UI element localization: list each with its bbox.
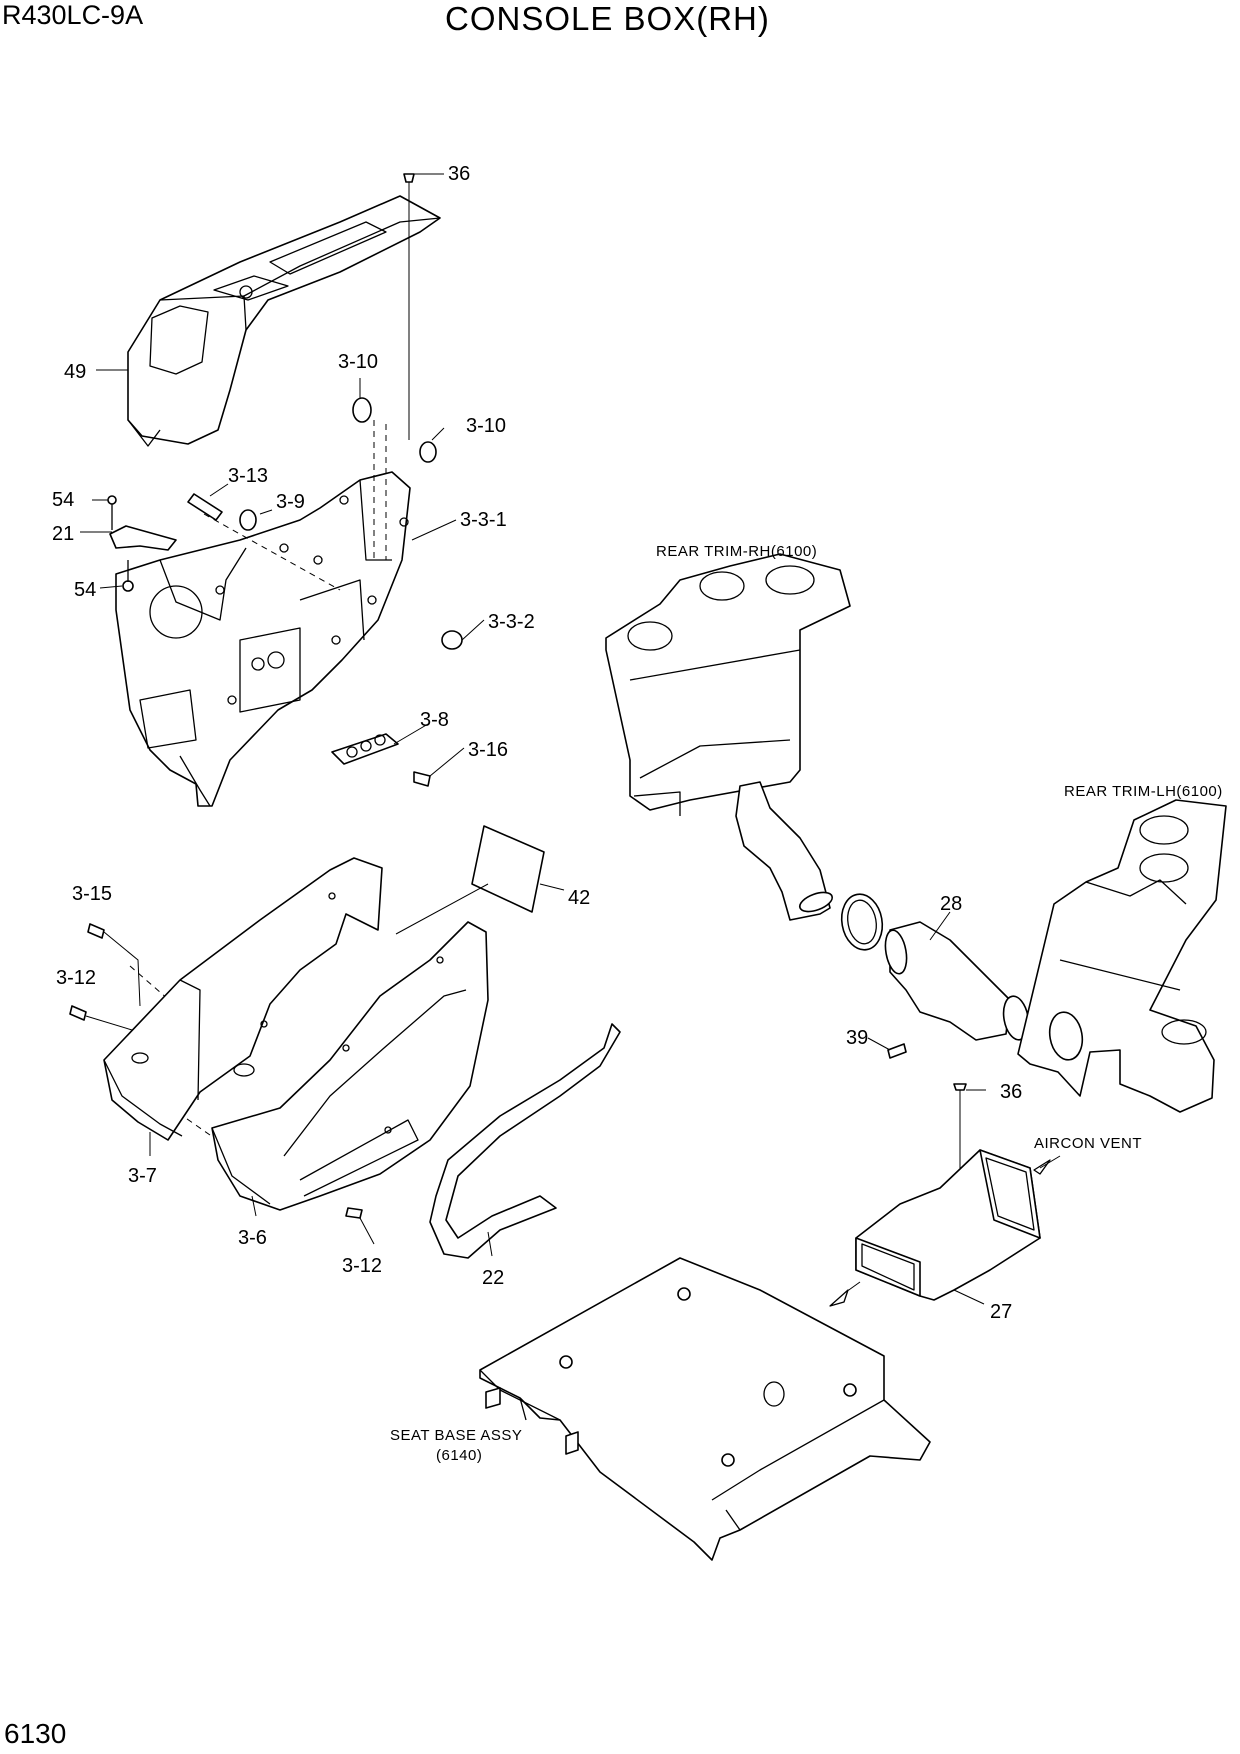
screws bbox=[69, 923, 363, 1219]
part-label-27: 27 bbox=[990, 1301, 1012, 1323]
aircon-vent-27-part bbox=[855, 1149, 1041, 1301]
part-label-42: 42 bbox=[568, 887, 590, 909]
part-label-3-12: 3-12 bbox=[56, 967, 96, 989]
duct-hose-part bbox=[735, 781, 834, 921]
side-cover-3-7-part bbox=[103, 857, 383, 1141]
hose-clamp-part bbox=[840, 893, 884, 951]
part-label-3-12: 3-12 bbox=[342, 1255, 382, 1277]
console-cover-part bbox=[127, 195, 441, 447]
part-label-3-9: 3-9 bbox=[276, 491, 305, 513]
frame-hardware bbox=[107, 173, 463, 787]
part-label-3-10: 3-10 bbox=[466, 415, 506, 437]
part-label-39: 39 bbox=[846, 1027, 868, 1049]
page-number: 6130 bbox=[4, 1718, 67, 1749]
part-label-3-8: 3-8 bbox=[420, 709, 449, 731]
console-frame-part bbox=[115, 471, 411, 807]
page-title: CONSOLE BOX(RH) bbox=[445, 0, 770, 37]
leader-lines bbox=[80, 173, 986, 1305]
part-label-3-3-2: 3-3-2 bbox=[488, 611, 535, 633]
part-label-21: 21 bbox=[52, 523, 74, 545]
part-label-3-6: 3-6 bbox=[238, 1227, 267, 1249]
ref-rear-trim-rh: REAR TRIM-RH(6100) bbox=[656, 543, 817, 560]
part-label-49: 49 bbox=[64, 361, 86, 383]
part-label-36: 36 bbox=[1000, 1081, 1022, 1103]
duct-joint-28-part bbox=[884, 921, 1030, 1041]
part-label-54: 54 bbox=[74, 579, 96, 601]
part-label-3-7: 3-7 bbox=[128, 1165, 157, 1187]
trim-strip-22-part bbox=[429, 1023, 621, 1259]
label-42-part bbox=[471, 825, 545, 913]
part-label-54: 54 bbox=[52, 489, 74, 511]
ref-aircon-vent: AIRCON VENT bbox=[1034, 1135, 1142, 1152]
ref-seat-base-number: (6140) bbox=[436, 1447, 482, 1464]
part-label-3-15: 3-15 bbox=[72, 883, 112, 905]
part-label-36: 36 bbox=[448, 163, 470, 185]
ref-seat-base-assy: SEAT BASE ASSY bbox=[390, 1427, 522, 1444]
part-label-3-13: 3-13 bbox=[228, 465, 268, 487]
part-label-3-3-1: 3-3-1 bbox=[460, 509, 507, 531]
side-cover-3-6-part bbox=[211, 921, 489, 1211]
part-label-3-16: 3-16 bbox=[468, 739, 508, 761]
part-label-3-10: 3-10 bbox=[338, 351, 378, 373]
rear-trim-lh-part bbox=[1017, 799, 1227, 1113]
model-number: R430LC-9A bbox=[2, 0, 144, 30]
part-label-28: 28 bbox=[940, 893, 962, 915]
ref-rear-trim-lh: REAR TRIM-LH(6100) bbox=[1064, 783, 1223, 800]
seat-base-assy-part bbox=[479, 1257, 931, 1561]
part-label-22: 22 bbox=[482, 1267, 504, 1289]
rear-trim-rh-part bbox=[605, 553, 851, 816]
